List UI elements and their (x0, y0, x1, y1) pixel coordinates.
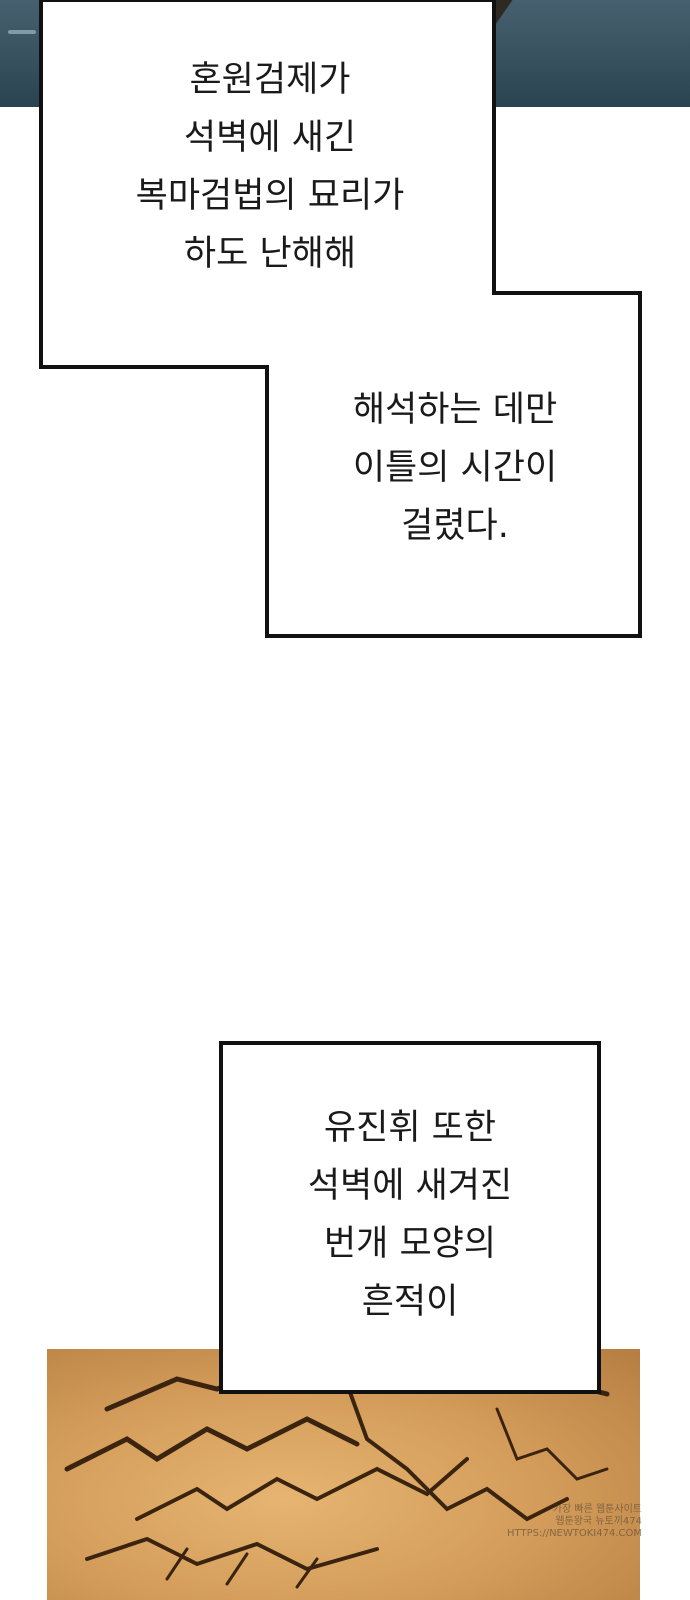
watermark: 가장 빠른 웹툰사이트 웹툰왕국 뉴토끼474 HTTPS://NEWTOKI4… (507, 1504, 642, 1540)
caption-text-1: 혼원검제가 석벽에 새긴 복마검법의 묘리가 하도 난해해 (135, 60, 405, 274)
watermark-line-1: 가장 빠른 웹툰사이트 (552, 1504, 642, 1515)
caption-text-3: 유진휘 또한 석벽에 새겨진 번개 모양의 흔적이 (307, 1108, 513, 1322)
lightning-engraving (64, 1366, 610, 1589)
watermark-line-3: HTTPS://NEWTOKI474.COM (507, 1528, 642, 1539)
panel-highlight (8, 30, 36, 34)
watermark-line-2: 웹툰왕국 뉴토끼474 (555, 1516, 642, 1527)
caption-box-3 (219, 1041, 601, 1394)
caption-text-2: 해석하는 데만 이틀의 시간이 걸렸다. (352, 390, 558, 546)
caption-box-1 (39, 0, 642, 638)
